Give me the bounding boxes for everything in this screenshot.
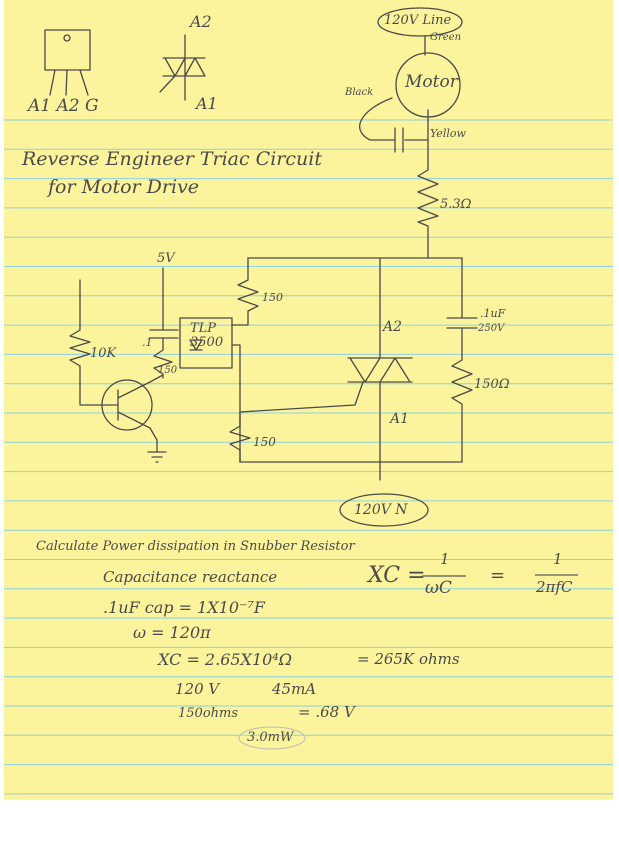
black-label: Black — [345, 87, 374, 98]
bias-resistor — [69, 279, 99, 406]
neutral-label: 120V N — [354, 502, 408, 518]
led-resistor — [153, 337, 173, 379]
calc-heading: Calculate Power dissipation in Snubber R… — [36, 539, 355, 554]
xc-eq: = — [490, 565, 506, 586]
bias-resistor-value: 10K — [90, 346, 117, 361]
opto-label: TLP 3500 — [190, 321, 224, 351]
paper-background — [4, 0, 613, 800]
circuit-diagram — [44, 7, 478, 527]
page-title-line1: Reverse Engineer Triac Circuit — [22, 148, 322, 170]
reactance-label: Capacitance reactance — [103, 568, 278, 586]
xc-value-line: XC = 2.65X10⁴Ω — [158, 650, 292, 669]
snubber-resistor — [451, 359, 473, 463]
small-cap-value: .1 — [142, 336, 153, 349]
symbol-a1-label: A1 — [196, 94, 218, 113]
xc-ohms-line: = 265K ohms — [357, 650, 460, 668]
yellow-label: Yellow — [430, 127, 466, 140]
line-label: 120V Line — [384, 13, 452, 28]
symbol-a2-label: A2 — [190, 12, 212, 31]
motor-symbol — [359, 7, 463, 153]
page-title-line2: for Motor Drive — [48, 176, 200, 198]
snubber-cap — [446, 257, 478, 361]
gate-resistor-value: 150 — [253, 435, 276, 449]
formula-lines — [422, 574, 578, 577]
motor-resistor — [417, 139, 439, 259]
voltage-value: 120 V — [175, 680, 220, 698]
ruled-lines — [4, 119, 613, 795]
power-result: 3.0mW — [247, 730, 294, 745]
gate-resistor — [229, 411, 251, 463]
triac-symbol-sketch — [159, 34, 206, 101]
voltage-drop-value: = .68 V — [298, 703, 355, 721]
motor-resistor-value: 5.3Ω — [440, 197, 472, 212]
xc-den2: 2πfC — [536, 578, 573, 596]
led-resistor-value: 150 — [158, 365, 178, 376]
triac-a1-label: A1 — [390, 411, 410, 427]
neutral-oval — [339, 493, 429, 527]
xc-num1: 1 — [440, 550, 450, 568]
cap-value-line: .1uF cap = 1X10⁻⁷F — [103, 598, 265, 617]
supply-line — [149, 267, 179, 339]
main-triac — [239, 257, 413, 481]
snubber-resistor-value: 150Ω — [474, 377, 510, 392]
xc-den1: ωC — [425, 578, 452, 598]
opto-resistor-value: 150 — [262, 291, 283, 304]
supply-label: 5V — [157, 251, 175, 266]
xc-num2: 1 — [553, 550, 563, 568]
opto-resistor — [231, 257, 259, 326]
green-label: Green — [430, 32, 462, 43]
xc-lhs: XC = — [368, 563, 426, 588]
resistance-value: 150ohms — [178, 706, 239, 721]
snubber-cap-value: .1uF — [480, 307, 506, 320]
pinout-labels: A1 A2 G — [28, 96, 99, 116]
triac-package-sketch — [44, 29, 91, 96]
triac-a2-label: A2 — [383, 319, 403, 335]
current-value: 45mA — [272, 680, 317, 698]
omega-line: ω = 120π — [133, 623, 211, 642]
motor-label: Motor — [405, 72, 458, 92]
power-result-oval — [238, 726, 306, 750]
optocoupler-box — [179, 317, 233, 369]
snubber-cap-voltage: 250V — [478, 323, 505, 334]
